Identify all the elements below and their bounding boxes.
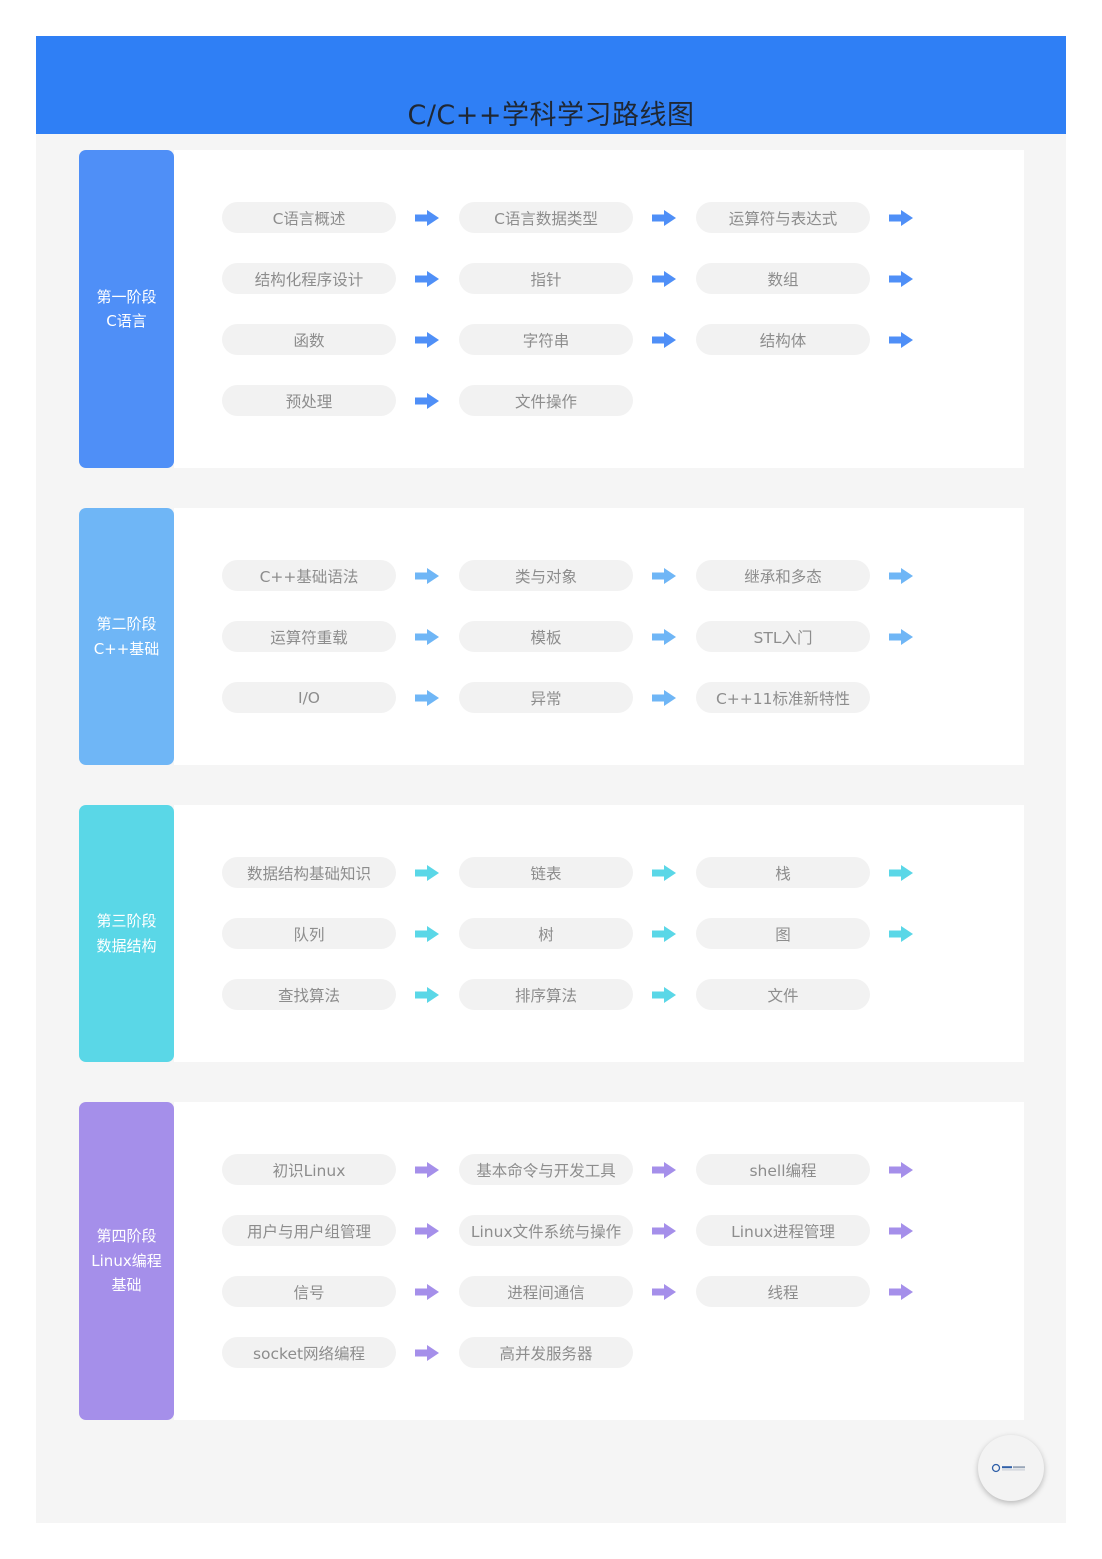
arrow-right-icon — [415, 1222, 439, 1239]
topic-node: 基本命令与开发工具 — [459, 1154, 633, 1185]
arrow-right-icon — [415, 986, 439, 1003]
header-bar — [36, 36, 1066, 134]
topic-node: 查找算法 — [222, 979, 396, 1010]
topic-node: Linux进程管理 — [696, 1215, 870, 1246]
topic-node: 结构化程序设计 — [222, 263, 396, 294]
arrow-right-icon — [889, 331, 913, 348]
stage-1: 第一阶段 C语言 C语言概述 C语言数据类型 运算符与表达式结构化程序设计 指针 数组函数… — [79, 150, 1024, 468]
topic-node: shell编程 — [696, 1154, 870, 1185]
arrow-right-icon — [889, 925, 913, 942]
stage-card — [174, 150, 1024, 468]
page-title: C/C++学科学习路线图 — [407, 100, 695, 131]
arrow-right-icon — [415, 270, 439, 287]
topic-node: 结构体 — [696, 324, 870, 355]
topic-node: Linux文件系统与操作 — [459, 1215, 633, 1246]
arrow-right-icon — [652, 1161, 676, 1178]
topic-node: C++基础语法 — [222, 560, 396, 591]
topic-node: 进程间通信 — [459, 1276, 633, 1307]
topic-node: socket网络编程 — [222, 1337, 396, 1368]
arrow-right-icon — [652, 567, 676, 584]
stage-3: 第三阶段 数据结构 数据结构基础知识 链表 栈队列 树 图查找算法 排序算法 文件 — [79, 805, 1024, 1062]
stage-2: 第二阶段 C++基础 C++基础语法 类与对象 继承和多态运算符重载 模板 STL入门 I/… — [79, 508, 1024, 765]
topic-node: 线程 — [696, 1276, 870, 1307]
arrow-right-icon — [415, 1161, 439, 1178]
stage-label-text: 第四阶段 Linux编程 基础 — [91, 1227, 162, 1295]
topic-node: 图 — [696, 918, 870, 949]
topic-node: 栈 — [696, 857, 870, 888]
arrow-right-icon — [415, 925, 439, 942]
topic-node: 类与对象 — [459, 560, 633, 591]
stage-label: 第三阶段 数据结构 — [79, 805, 174, 1062]
topic-node: 继承和多态 — [696, 560, 870, 591]
arrow-right-icon — [652, 628, 676, 645]
arrow-right-icon — [652, 1222, 676, 1239]
topic-node: 树 — [459, 918, 633, 949]
topic-node: 链表 — [459, 857, 633, 888]
arrow-right-icon — [415, 392, 439, 409]
arrow-right-icon — [652, 270, 676, 287]
arrow-right-icon — [889, 1283, 913, 1300]
topic-node: C语言数据类型 — [459, 202, 633, 233]
arrow-right-icon — [889, 1161, 913, 1178]
arrow-right-icon — [652, 689, 676, 706]
topic-node: 预处理 — [222, 385, 396, 416]
topic-node: C++11标准新特性 — [696, 682, 870, 713]
topic-node: 队列 — [222, 918, 396, 949]
stage-label: 第四阶段 Linux编程 基础 — [79, 1102, 174, 1420]
topic-node: 运算符与表达式 — [696, 202, 870, 233]
topic-node: 模板 — [459, 621, 633, 652]
stage-label: 第二阶段 C++基础 — [79, 508, 174, 765]
arrow-right-icon — [415, 1344, 439, 1361]
arrow-right-icon — [652, 864, 676, 881]
topic-node: 字符串 — [459, 324, 633, 355]
stage-label-text: 第三阶段 数据结构 — [96, 912, 157, 955]
arrow-right-icon — [415, 628, 439, 645]
topic-node: 文件操作 — [459, 385, 633, 416]
topic-node: 异常 — [459, 682, 633, 713]
arrow-right-icon — [415, 864, 439, 881]
topic-node: STL入门 — [696, 621, 870, 652]
topic-node: 运算符重载 — [222, 621, 396, 652]
arrow-right-icon — [415, 331, 439, 348]
topic-node: C语言概述 — [222, 202, 396, 233]
topic-node: 高并发服务器 — [459, 1337, 633, 1368]
arrow-right-icon — [889, 628, 913, 645]
arrow-right-icon — [652, 986, 676, 1003]
arrow-right-icon — [652, 331, 676, 348]
arrow-right-icon — [889, 864, 913, 881]
stage-4: 第四阶段 Linux编程 基础 初识Linux 基本命令与开发工具 shell编程用户… — [79, 1102, 1024, 1420]
topic-node: 函数 — [222, 324, 396, 355]
logo-icon — [991, 1463, 1025, 1473]
topic-node: 数据结构基础知识 — [222, 857, 396, 888]
arrow-right-icon — [652, 925, 676, 942]
topic-node: 排序算法 — [459, 979, 633, 1010]
topic-node: 初识Linux — [222, 1154, 396, 1185]
stage-label: 第一阶段 C语言 — [79, 150, 174, 468]
arrow-right-icon — [889, 209, 913, 226]
stage-label-text: 第二阶段 C++基础 — [93, 615, 160, 658]
arrow-right-icon — [889, 270, 913, 287]
arrow-right-icon — [889, 567, 913, 584]
topic-node: 信号 — [222, 1276, 396, 1307]
arrow-right-icon — [652, 1283, 676, 1300]
topic-node: 指针 — [459, 263, 633, 294]
logo-badge — [978, 1435, 1044, 1501]
topic-node: 数组 — [696, 263, 870, 294]
arrow-right-icon — [415, 1283, 439, 1300]
stage-card — [174, 1102, 1024, 1420]
arrow-right-icon — [415, 567, 439, 584]
topic-node: I/O — [222, 682, 396, 713]
arrow-right-icon — [415, 689, 439, 706]
stage-label-text: 第一阶段 C语言 — [96, 287, 157, 331]
topic-node: 用户与用户组管理 — [222, 1215, 396, 1246]
arrow-right-icon — [415, 209, 439, 226]
arrow-right-icon — [889, 1222, 913, 1239]
topic-node: 文件 — [696, 979, 870, 1010]
arrow-right-icon — [652, 209, 676, 226]
